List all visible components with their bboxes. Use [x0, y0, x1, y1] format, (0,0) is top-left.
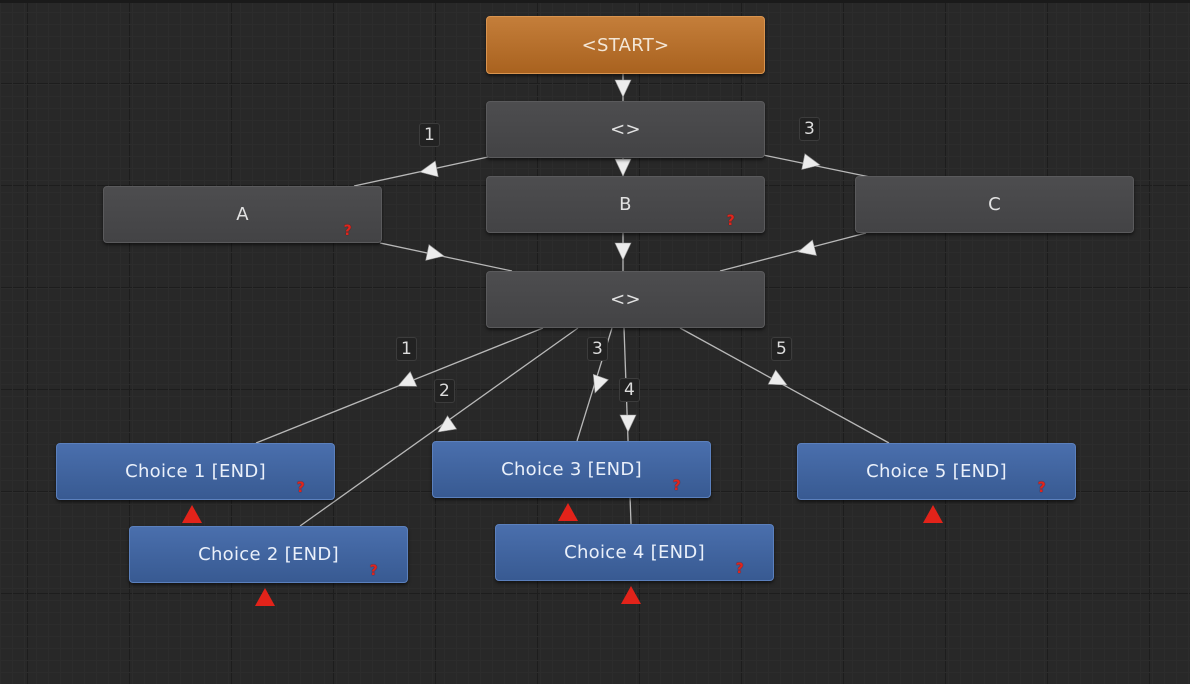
warning-icon[interactable]	[923, 505, 943, 523]
node-a-label: A	[236, 204, 249, 225]
start-node[interactable]: <START>	[486, 16, 765, 74]
arrow-head	[801, 153, 821, 170]
help-icon[interactable]: ?	[672, 478, 681, 494]
arrow-head	[397, 371, 418, 387]
node-c[interactable]: C	[855, 176, 1134, 233]
choice-5-label: Choice 5 [END]	[866, 461, 1007, 482]
branch-node-top[interactable]: <>	[486, 101, 765, 158]
edge-line	[379, 242, 513, 272]
arrow-head	[614, 79, 632, 98]
edge-label: 1	[419, 123, 440, 147]
arrow-head	[437, 415, 458, 433]
edge-label: 3	[799, 117, 820, 141]
arrow-head	[797, 239, 817, 256]
choice-1-node[interactable]: Choice 1 [END] ?	[56, 443, 335, 500]
node-c-label: C	[988, 194, 1001, 215]
warning-icon[interactable]	[182, 505, 202, 523]
warning-icon[interactable]	[255, 588, 275, 606]
branch-node-mid[interactable]: <>	[486, 271, 765, 328]
choice-2-label: Choice 2 [END]	[198, 544, 339, 565]
help-icon[interactable]: ?	[296, 480, 305, 496]
arrow-head	[592, 373, 609, 394]
help-icon[interactable]: ?	[726, 213, 735, 229]
help-icon[interactable]: ?	[1037, 480, 1046, 496]
edge-label: 3	[587, 337, 608, 361]
choice-3-label: Choice 3 [END]	[501, 459, 642, 480]
arrow-head	[614, 242, 632, 261]
edge-line	[679, 327, 890, 444]
edge-label: 2	[434, 379, 455, 403]
edge-label: 4	[619, 378, 640, 402]
warning-icon[interactable]	[558, 503, 578, 521]
node-a[interactable]: A ?	[103, 186, 382, 243]
arrow-head	[619, 414, 637, 433]
edge-line	[719, 232, 867, 272]
branch-node-mid-label: <>	[610, 289, 641, 310]
choice-2-node[interactable]: Choice 2 [END] ?	[129, 526, 408, 583]
choice-3-node[interactable]: Choice 3 [END] ?	[432, 441, 711, 498]
help-icon[interactable]: ?	[369, 563, 378, 579]
top-border	[0, 0, 1190, 3]
edge-label: 5	[771, 337, 792, 361]
help-icon[interactable]: ?	[735, 561, 744, 577]
edge-label: 1	[396, 337, 417, 361]
choice-4-label: Choice 4 [END]	[564, 542, 705, 563]
arrow-head	[425, 244, 445, 261]
arrow-head	[614, 158, 632, 177]
warning-icon[interactable]	[621, 586, 641, 604]
choice-4-node[interactable]: Choice 4 [END] ?	[495, 524, 774, 581]
branch-node-top-label: <>	[610, 119, 641, 140]
choice-1-label: Choice 1 [END]	[125, 461, 266, 482]
node-b[interactable]: B ?	[486, 176, 765, 233]
help-icon[interactable]: ?	[343, 223, 352, 239]
arrow-head	[767, 369, 788, 386]
choice-5-node[interactable]: Choice 5 [END] ?	[797, 443, 1076, 500]
arrow-head	[419, 160, 439, 178]
node-b-label: B	[619, 194, 632, 215]
edge-line	[299, 327, 579, 527]
start-node-label: <START>	[581, 34, 670, 56]
